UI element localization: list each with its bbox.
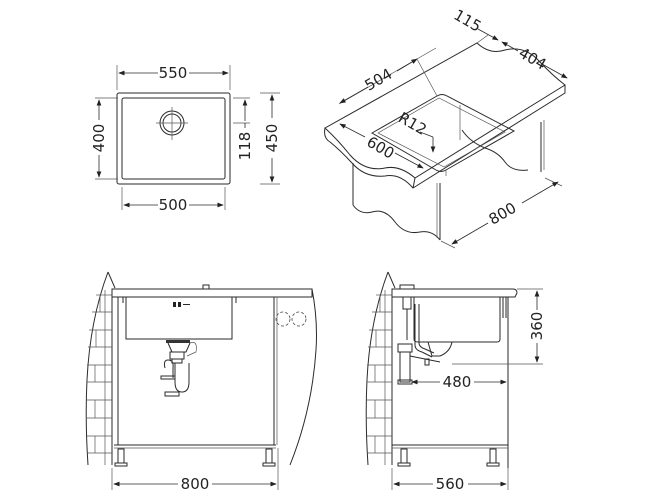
- countertop-side: [391, 288, 518, 298]
- drain-icon: [156, 107, 188, 140]
- isometric-view: 504 600 115 404 R12 800: [324, 6, 568, 249]
- overflow-icon: [173, 302, 190, 307]
- dim-cabinet-depth: 560: [436, 475, 465, 493]
- sink-cutout: [370, 94, 516, 172]
- side-leg-right: [486, 448, 500, 467]
- front-view: 800: [85, 271, 317, 493]
- pipe-opening-left: [275, 311, 291, 327]
- dim-outer-width: 550: [159, 64, 188, 82]
- dim-drain-distance: 480: [443, 373, 472, 391]
- overflow-cap: [202, 284, 210, 290]
- dim-inner-height: 400: [90, 124, 108, 153]
- side-view: 360 480 560: [365, 271, 546, 493]
- dim-outer-height: 450: [263, 124, 281, 153]
- dim-cabinet-width: 800: [181, 475, 210, 493]
- top-view: 550 500 400 118 450: [90, 64, 281, 214]
- side-leg-left: [397, 448, 411, 467]
- cabinet-leg-left: [114, 448, 128, 467]
- dim-depth: 360: [528, 312, 546, 341]
- sink-outer-outline: [116, 92, 231, 185]
- dim-504: 504: [362, 65, 396, 95]
- sink-bowl-side: [413, 297, 501, 343]
- dim-drain-offset: 118: [236, 132, 254, 161]
- countertop-front: [111, 288, 313, 298]
- dim-inner-width: 500: [159, 196, 188, 214]
- pipe-opening-right: [291, 311, 307, 327]
- siphon-icon: [160, 340, 197, 397]
- sink-bowl-front: [125, 297, 233, 340]
- dim-800-iso: 800: [486, 199, 520, 229]
- drain-plumbing-icon: [397, 296, 453, 385]
- wall-outline: [85, 271, 109, 466]
- dim-115: 115: [451, 6, 485, 36]
- sink-inner-outline: [121, 97, 226, 180]
- cabinet-leg-right: [262, 448, 276, 467]
